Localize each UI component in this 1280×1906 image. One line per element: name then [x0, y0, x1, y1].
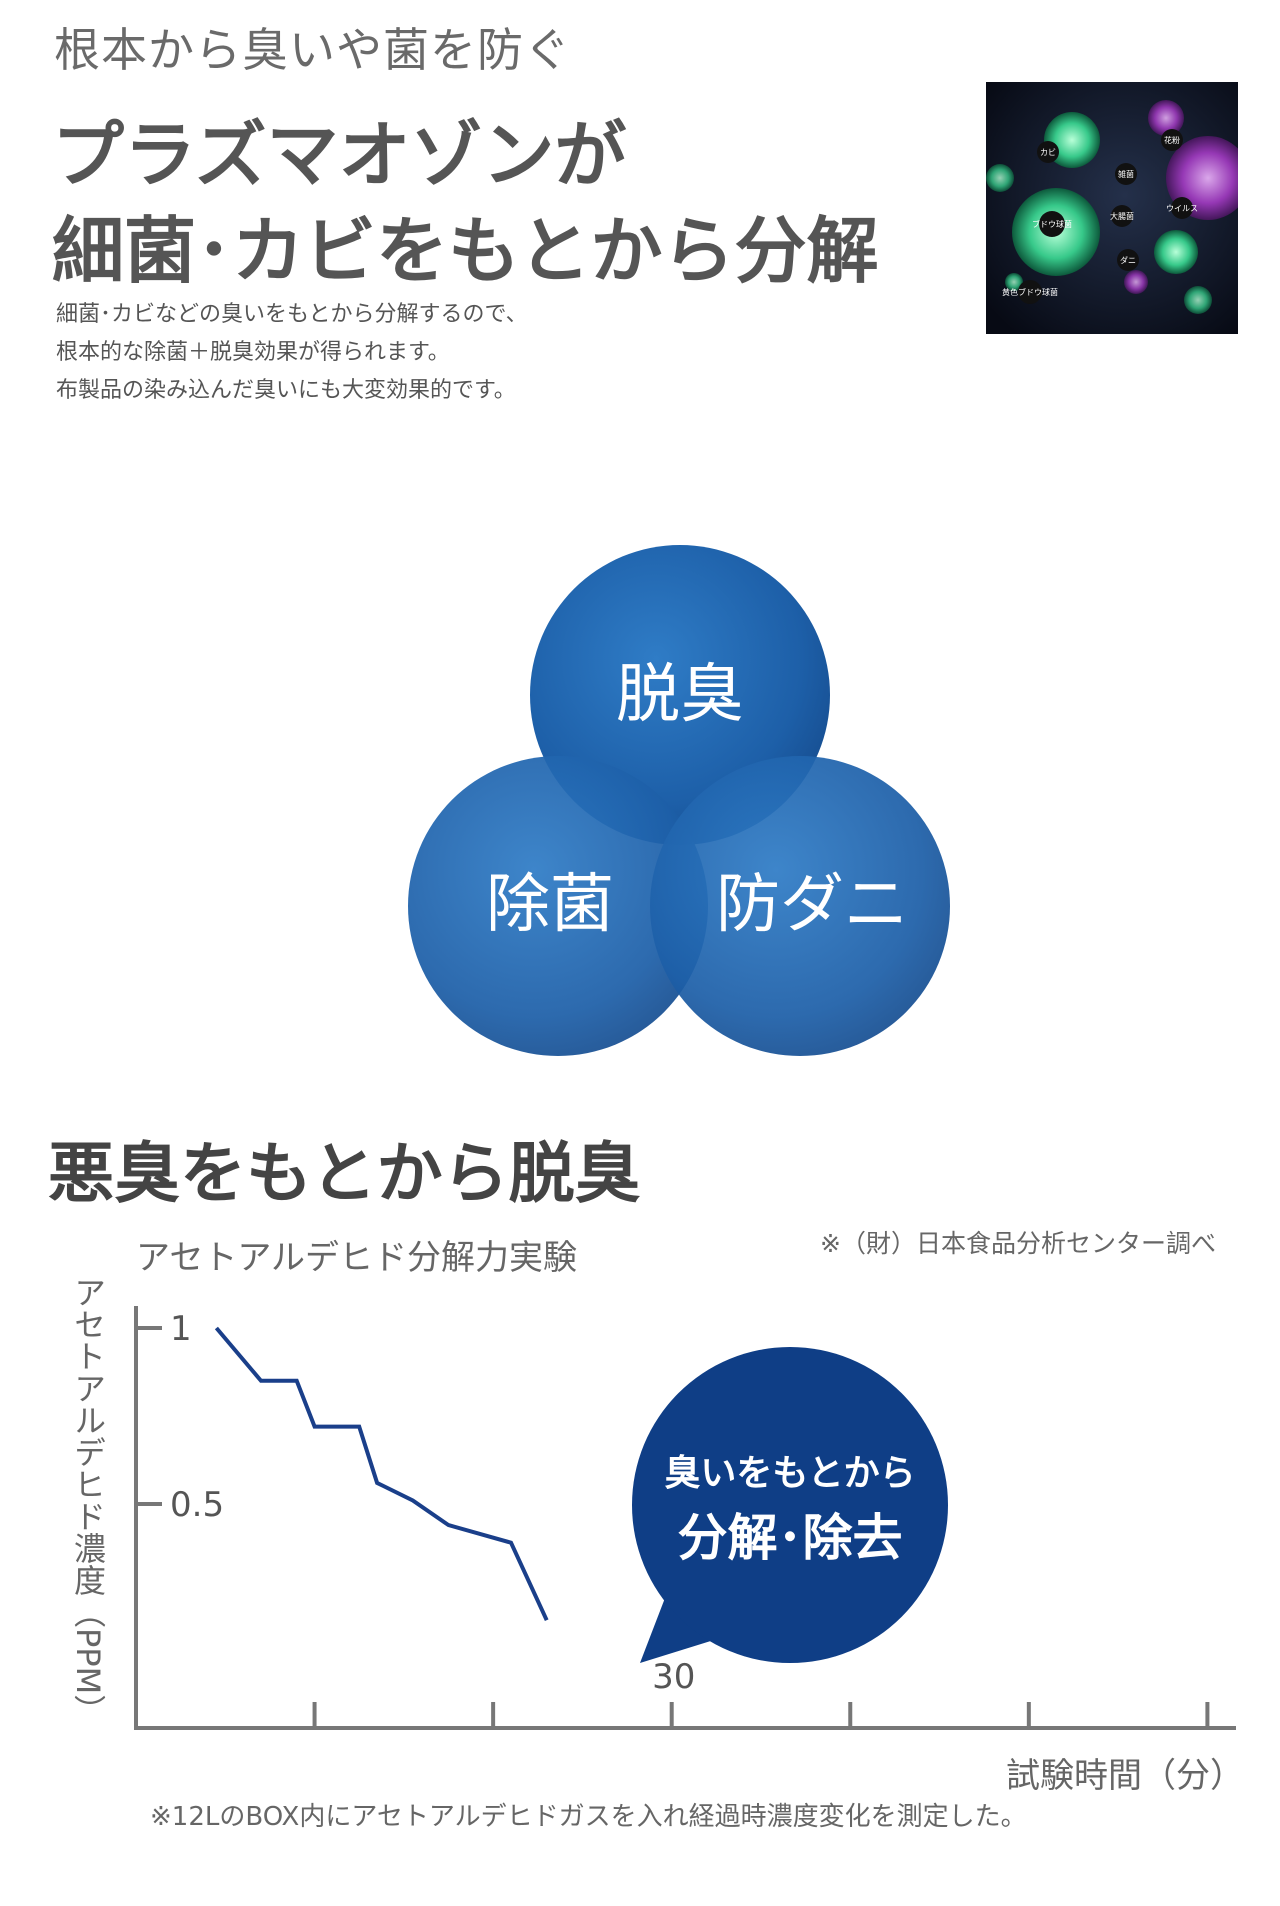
- headline-line-2: 細菌･カビをもとから分解: [52, 209, 879, 293]
- description-line-2: 根本的な除菌＋脱臭効果が得られます。: [56, 340, 450, 365]
- venn-label-deodorize: 脱臭: [616, 658, 744, 732]
- x-axis-label: 試験時間（分）: [1006, 1756, 1244, 1796]
- series-line: [214, 1326, 549, 1622]
- venn-label-sterilize: 除菌: [486, 868, 614, 942]
- callout-line-1: 臭いをもとから: [664, 1453, 915, 1494]
- germ-illustration-svg: カビ 雑菌 ウイルス 大腸菌 ブドウ球菌 花粉 ダニ 黄色ブドウ球菌: [986, 82, 1238, 334]
- headline-line-1: プラズマオゾンが: [52, 113, 627, 197]
- callout-circle: [632, 1347, 948, 1663]
- venn-circle-sterilize: [408, 756, 708, 1056]
- germ-label: 黄色ブドウ球菌: [1002, 287, 1058, 297]
- y-tick-label: 1: [170, 1309, 192, 1349]
- venn-diagram: 脱臭 除菌 防ダニ: [400, 540, 960, 1060]
- callout-line-2: 分解･除去: [678, 1509, 903, 1567]
- y-tick-label: 0.5: [170, 1485, 224, 1525]
- chart-title: アセトアルデヒド分解力実験: [136, 1238, 577, 1278]
- line-chart-svg: 1 0.5 30 臭いをもとから 分解･除去: [134, 1306, 1236, 1730]
- description-line-3: 布製品の染み込んだ臭いにも大変効果的です。: [56, 378, 516, 403]
- kicker-text: 根本から臭いや菌を防ぐ: [54, 23, 571, 77]
- germ-illustration: カビ 雑菌 ウイルス 大腸菌 ブドウ球菌 花粉 ダニ 黄色ブドウ球菌: [986, 82, 1238, 334]
- germ-label: 花粉: [1164, 135, 1180, 145]
- germ-label: ダニ: [1120, 255, 1136, 265]
- line-chart: 1 0.5 30 臭いをもとから 分解･除去: [0, 1290, 1280, 1750]
- germ-label: カビ: [1040, 148, 1056, 157]
- callout-tail: [640, 1585, 730, 1663]
- x-tick-label: 30: [652, 1657, 695, 1697]
- venn-diagram-svg: 脱臭 除菌 防ダニ: [408, 545, 950, 1056]
- venn-circle-anti-mite: [650, 756, 950, 1056]
- description-line-1: 細菌･カビなどの臭いをもとから分解するので、: [56, 302, 528, 327]
- section-title: 悪臭をもとから脱臭: [48, 1135, 641, 1212]
- y-axis-label: アセトアルデヒド濃度（PPM）: [69, 1276, 107, 1727]
- germ-label: ブドウ球菌: [1032, 219, 1072, 229]
- germ-label: 大腸菌: [1110, 211, 1134, 221]
- chart-footnote: ※12LのBOX内にアセトアルデヒドガスを入れ経過時濃度変化を測定した。: [150, 1802, 1027, 1832]
- germ-label: 雑菌: [1118, 169, 1134, 179]
- chart-source-note: ※（財）日本食品分析センター調べ: [820, 1229, 1216, 1258]
- venn-label-anti-mite: 防ダニ: [716, 868, 908, 942]
- callout-bubble: 臭いをもとから 分解･除去: [632, 1347, 948, 1663]
- germ-label: ウイルス: [1166, 204, 1198, 213]
